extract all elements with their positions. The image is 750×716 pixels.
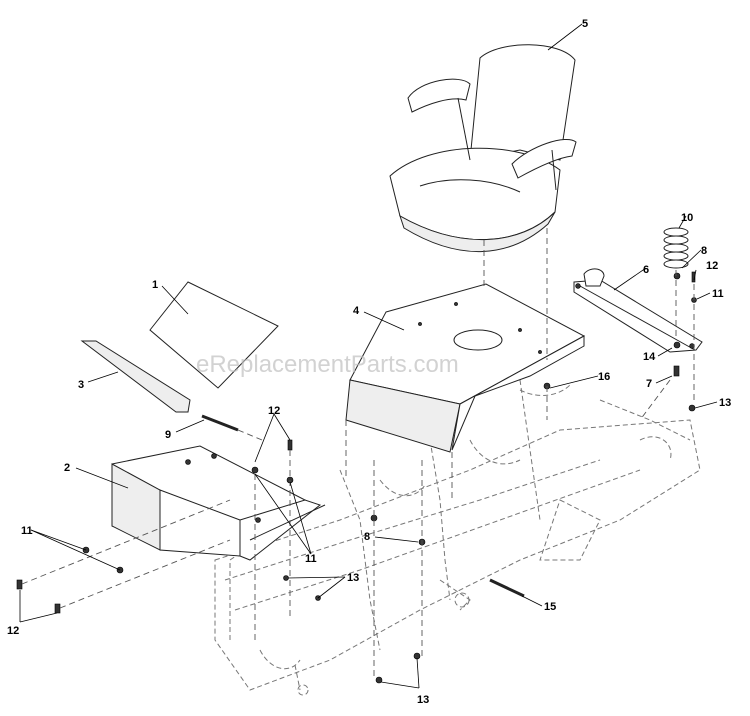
callout-16: 16: [598, 371, 610, 383]
callout-13-bottom: 13: [417, 694, 429, 706]
part-3-side-strip: [80, 340, 191, 413]
callout-5: 5: [582, 18, 588, 30]
mower-frame: [214, 379, 701, 696]
callout-12-left: 12: [7, 625, 19, 637]
callout-14: 14: [643, 351, 656, 363]
callout-2: 2: [64, 462, 70, 474]
part-5-seat: [389, 44, 577, 253]
leader-lines: [19, 23, 718, 689]
callout-numbers: 1 2 3 4 5 6 7 8 8 9 10 11 11 11 12 12 12…: [7, 18, 731, 706]
callout-7: 7: [646, 378, 652, 390]
callout-6: 6: [643, 264, 649, 276]
callout-12-right: 12: [706, 260, 718, 272]
part-2-footrest-pan: [111, 445, 326, 561]
callout-4: 4: [353, 305, 360, 317]
callout-8-lower: 8: [364, 531, 370, 543]
hardware-fasteners: [16, 271, 697, 684]
callout-11-right: 11: [712, 288, 724, 300]
callout-11-center: 11: [305, 553, 317, 565]
assembly-lines: [21, 228, 695, 680]
callout-8-upper: 8: [701, 245, 707, 257]
callout-12-center: 12: [268, 405, 280, 417]
callout-15: 15: [544, 601, 556, 613]
callout-10: 10: [681, 212, 693, 224]
part-9-rod: [201, 414, 239, 432]
callout-3: 3: [78, 379, 84, 391]
part-1-floor-mat: [149, 281, 279, 389]
callout-9: 9: [165, 429, 171, 441]
part-10-spring: [663, 227, 689, 269]
callout-13-center: 13: [347, 572, 359, 584]
callout-13-right: 13: [719, 397, 731, 409]
part-4-seat-pan: [345, 283, 586, 453]
watermark: eReplacementParts.com: [196, 351, 459, 378]
callout-1: 1: [152, 279, 158, 291]
part-6-bracket-plate: [573, 268, 703, 353]
callout-11-left: 11: [21, 525, 33, 537]
